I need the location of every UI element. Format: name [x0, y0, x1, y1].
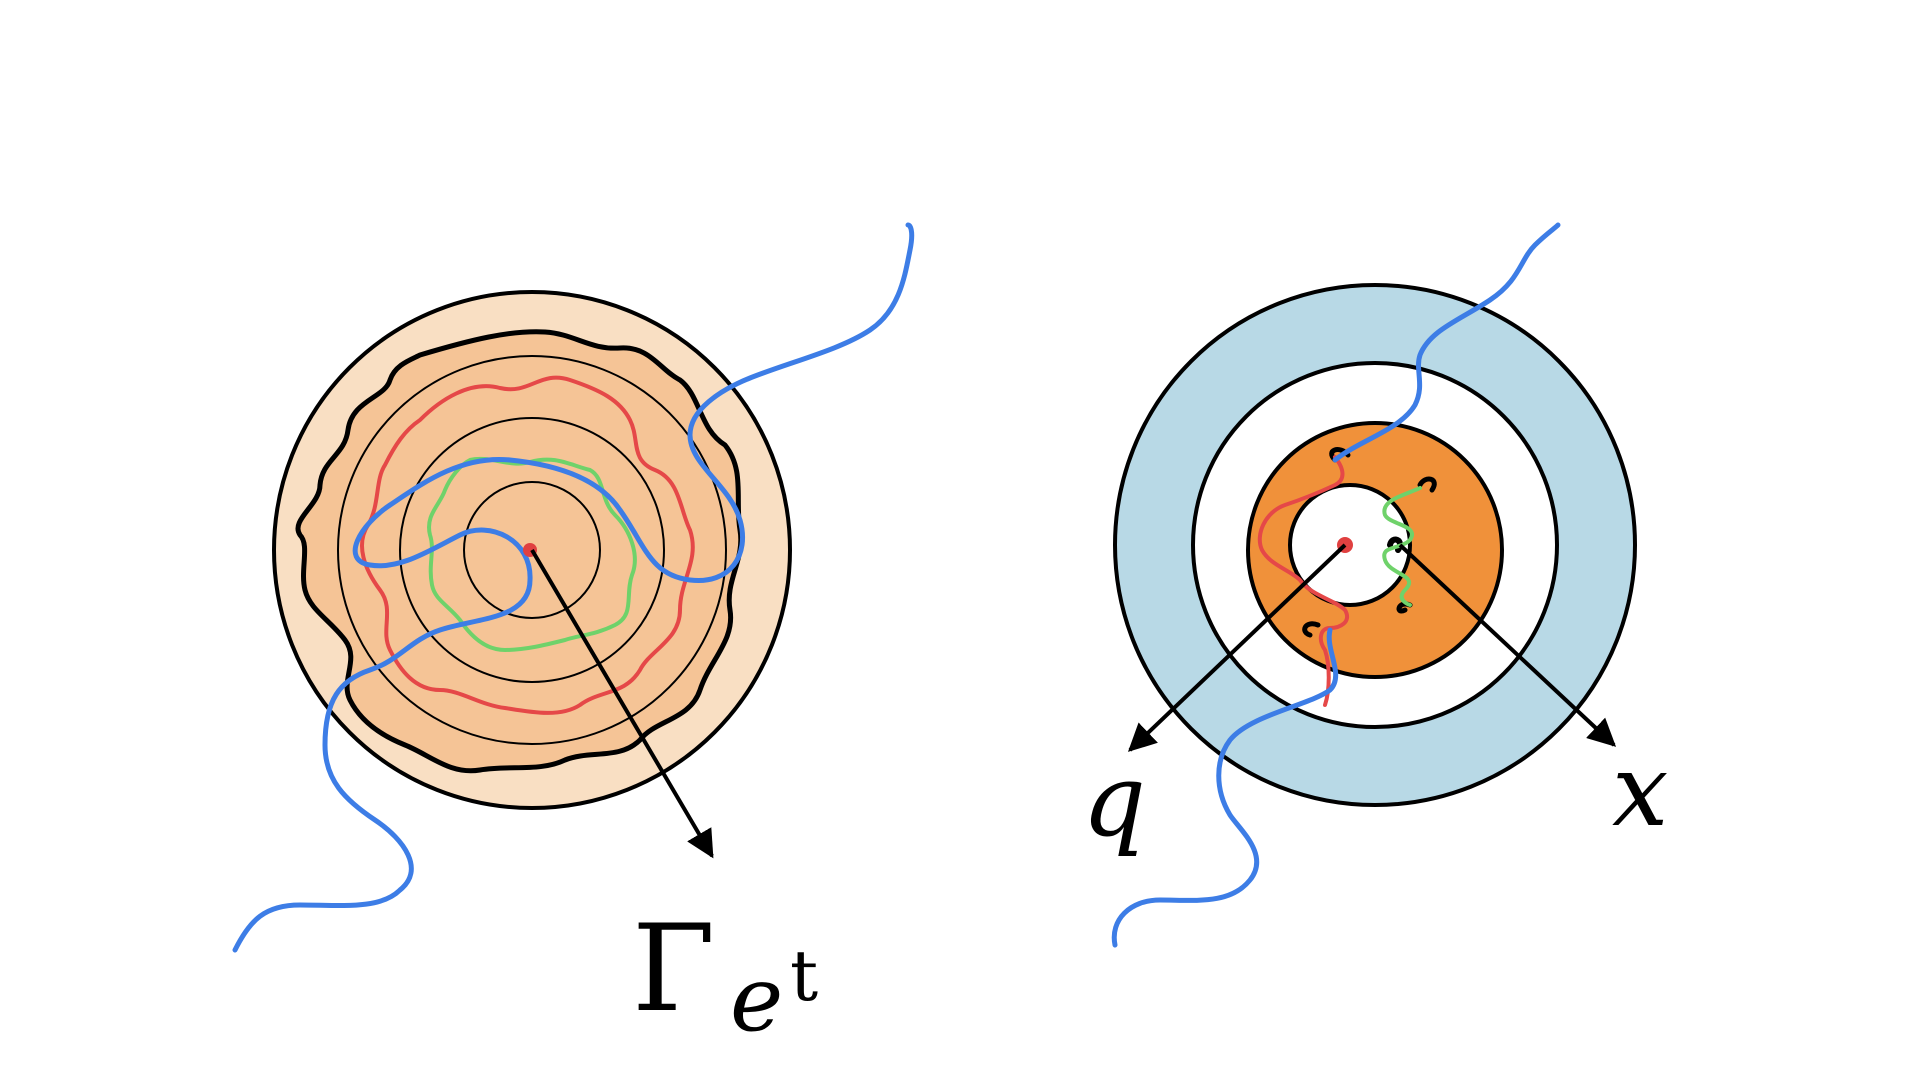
right-red-curve	[1257, 455, 1350, 707]
x-label: x	[1612, 732, 1668, 849]
q-arrow	[1127, 543, 1347, 752]
gamma-label: Γ	[632, 900, 715, 1039]
left-figure: Γ e t	[232, 222, 915, 1052]
left-ring-4	[463, 481, 601, 619]
q-label: q	[1082, 742, 1146, 859]
left-red-curve	[360, 375, 695, 715]
right-green-curve	[1382, 486, 1422, 607]
gamma-subscript: e	[730, 947, 783, 1052]
left-ring-3	[399, 417, 665, 683]
left-arrow	[530, 548, 714, 859]
hook-top-right	[1417, 476, 1437, 493]
gamma-superscript: t	[790, 935, 818, 1017]
x-arrow	[1398, 543, 1617, 747]
left-blue-curve	[232, 222, 915, 953]
left-green-curve	[427, 456, 637, 652]
left-ring-2	[337, 355, 727, 745]
right-figure: q x	[1082, 222, 1668, 948]
hook-bottom-left	[1302, 621, 1321, 638]
right-blue-curve	[1111, 222, 1561, 948]
